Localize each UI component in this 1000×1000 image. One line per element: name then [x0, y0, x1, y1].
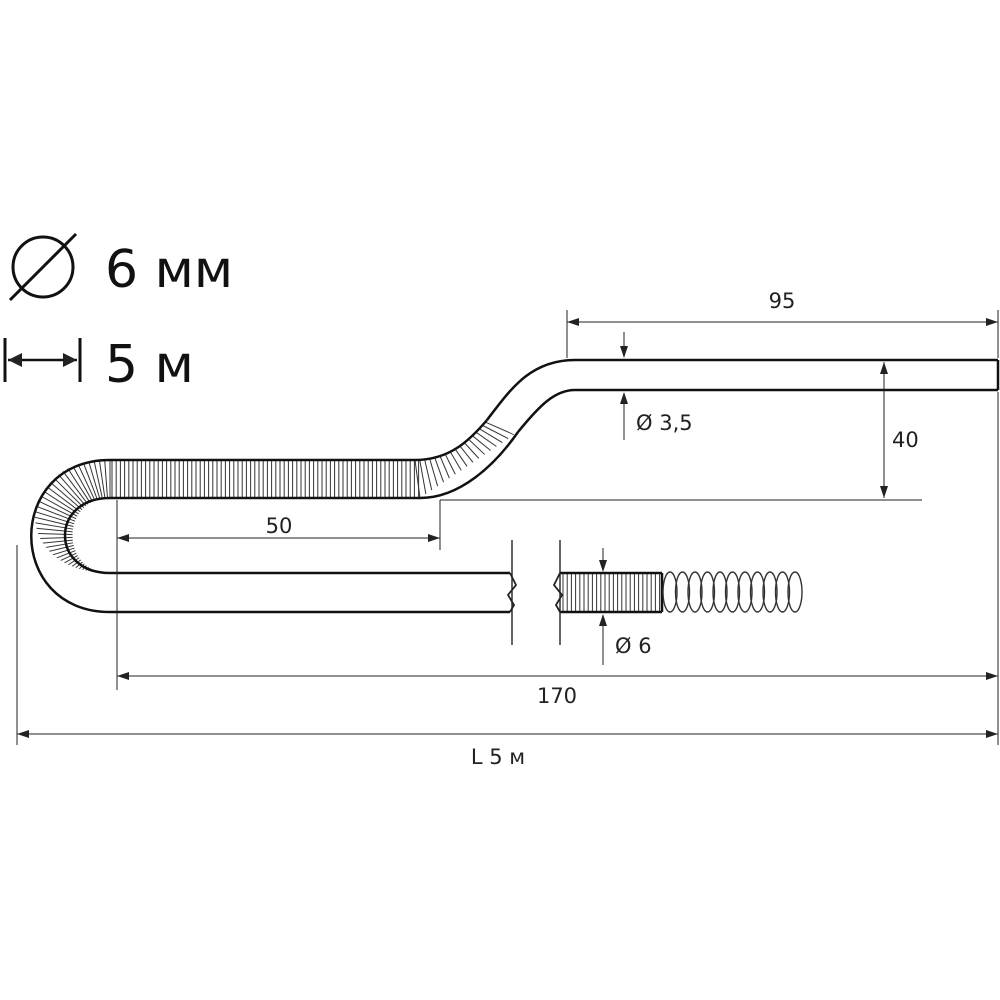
diameter-spec: 6 мм [8, 232, 233, 302]
spring-coil [787, 571, 803, 613]
spring-coil [699, 571, 716, 613]
dim-tip-diameter-label: Ø 3,5 [636, 411, 693, 435]
dim-170-label: 170 [537, 684, 577, 708]
coil-spring [662, 571, 803, 613]
diameter-icon [8, 232, 78, 302]
length-spec-text: 5 м [105, 335, 194, 395]
diameter-spec-text: 6 мм [105, 240, 233, 300]
dimension-hose-diameter: Ø 6 [599, 548, 652, 665]
rigid-tube [486, 358, 1000, 433]
dim-50-label: 50 [266, 514, 293, 538]
spring-coil [762, 571, 778, 613]
spring-coil [712, 571, 728, 613]
spring-coil [737, 571, 753, 613]
spring-coil [749, 571, 766, 613]
dimension-40: 40 [440, 362, 922, 501]
hose-end-ribs [562, 573, 661, 612]
length-arrow-icon [3, 338, 82, 382]
spring-coil [774, 571, 791, 613]
dimension-95: 95 [566, 289, 999, 358]
spring-coil [662, 571, 678, 613]
spring-coil [724, 571, 741, 613]
length-spec: 5 м [3, 335, 194, 395]
hose-end-segment [552, 571, 664, 614]
dimension-50: 50 [116, 500, 441, 690]
dimension-170: 170 [117, 672, 998, 708]
dimension-tip-diameter: Ø 3,5 [620, 332, 693, 440]
spring-coil [687, 571, 703, 613]
dim-95-label: 95 [769, 289, 796, 313]
spring-coil [674, 571, 691, 613]
dim-hose-diameter-label: Ø 6 [615, 634, 652, 658]
dim-total-label: L 5 м [471, 745, 525, 769]
dim-40-label: 40 [892, 428, 919, 452]
dimension-total: L 5 м [16, 392, 999, 769]
